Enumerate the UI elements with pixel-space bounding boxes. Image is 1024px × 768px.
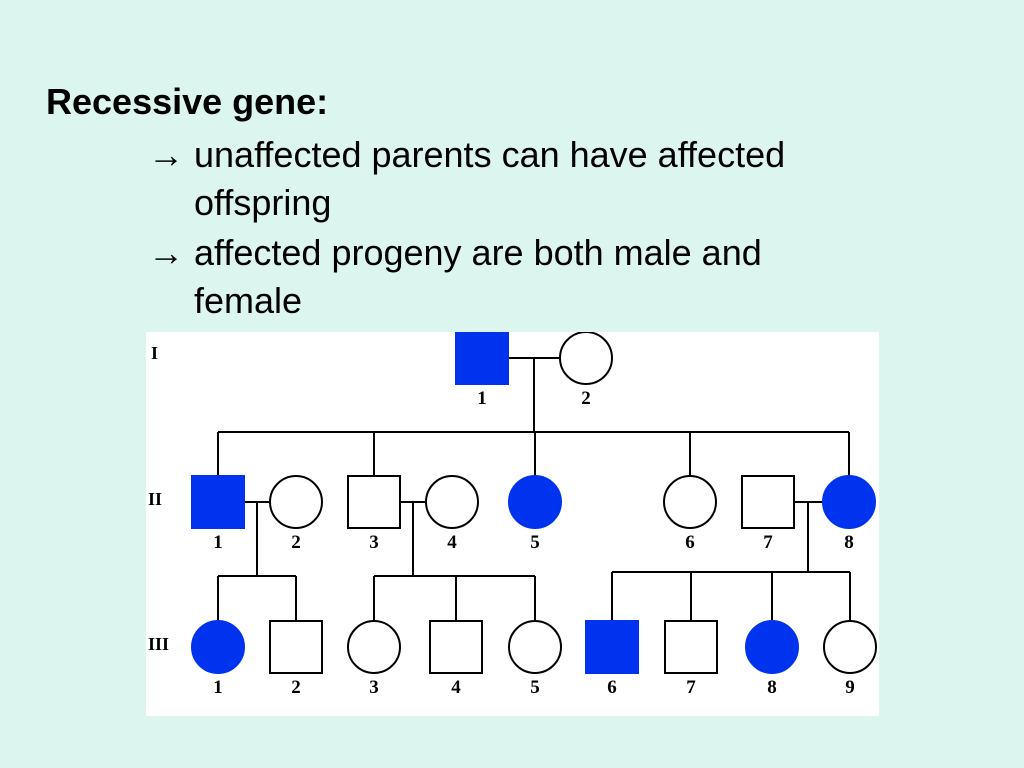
affected-male-square bbox=[585, 620, 639, 674]
bullet-unaffected-parents: →unaffected parents can have affected of… bbox=[148, 131, 785, 227]
individual-number: 2 bbox=[291, 532, 301, 553]
individual-number: 3 bbox=[369, 532, 379, 553]
unaffected-female-circle bbox=[559, 332, 613, 385]
individual-number: 5 bbox=[530, 677, 540, 698]
unaffected-female-circle bbox=[508, 620, 562, 674]
individual-number: 8 bbox=[767, 677, 777, 698]
individual-number: 7 bbox=[686, 677, 696, 698]
individual-number: 1 bbox=[213, 532, 223, 553]
individual-number: 1 bbox=[477, 388, 487, 409]
generation-label: III bbox=[148, 634, 169, 654]
bullet-text-line-2: female bbox=[194, 280, 303, 321]
generation-label: I bbox=[151, 343, 158, 363]
affected-female-circle bbox=[508, 475, 562, 529]
individual-number: 3 bbox=[369, 677, 379, 698]
bullet-text-line-1: affected progeny are both male and bbox=[194, 232, 762, 273]
individual-number: 2 bbox=[291, 677, 301, 698]
arrow-icon: → bbox=[148, 232, 184, 273]
individual-number: 6 bbox=[607, 677, 617, 698]
bullet-text-line-1: unaffected parents can have affected bbox=[194, 134, 786, 175]
unaffected-male-square bbox=[429, 620, 483, 674]
bullet-text-line-2: offspring bbox=[194, 182, 332, 223]
affected-male-square bbox=[455, 332, 509, 385]
arrow-icon: → bbox=[148, 134, 184, 175]
unaffected-female-circle bbox=[425, 475, 479, 529]
individual-number: 5 bbox=[530, 532, 540, 553]
bullet-affected-progeny: →affected progeny are both male and fema… bbox=[148, 229, 762, 325]
unaffected-female-circle bbox=[347, 620, 401, 674]
affected-female-circle bbox=[822, 475, 876, 529]
individual-number: 6 bbox=[685, 532, 695, 553]
unaffected-female-circle bbox=[269, 475, 323, 529]
unaffected-male-square bbox=[269, 620, 323, 674]
individual-number: 9 bbox=[845, 677, 855, 698]
unaffected-male-square bbox=[741, 475, 795, 529]
individual-number: 8 bbox=[844, 532, 854, 553]
individual-number: 7 bbox=[763, 532, 773, 553]
affected-female-circle bbox=[745, 620, 799, 674]
individual-number: 2 bbox=[581, 388, 591, 409]
slide-title: Recessive gene: bbox=[46, 81, 329, 122]
unaffected-male-square bbox=[347, 475, 401, 529]
affected-male-square bbox=[191, 475, 245, 529]
unaffected-male-square bbox=[664, 620, 718, 674]
affected-female-circle bbox=[191, 620, 245, 674]
generation-label: II bbox=[148, 489, 162, 509]
individual-number: 4 bbox=[451, 677, 461, 698]
unaffected-female-circle bbox=[823, 620, 877, 674]
unaffected-female-circle bbox=[663, 475, 717, 529]
individual-number: 1 bbox=[213, 677, 223, 698]
individual-number: 4 bbox=[447, 532, 457, 553]
